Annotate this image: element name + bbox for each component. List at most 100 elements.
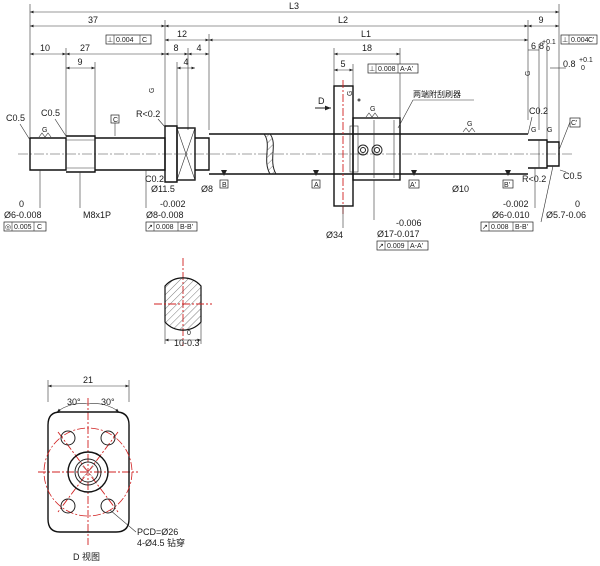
flange-d-view: 21 30° 30° PCD=Ø26 4-Ø4.5 钻穿 D 视图 [38, 375, 185, 562]
datum-b: B [222, 182, 227, 189]
chamfer-c05-left-2: C0.5 [41, 108, 60, 118]
dim-12: 12 [177, 29, 187, 39]
shaft-body [18, 125, 574, 183]
dim-21: 21 [83, 375, 93, 385]
svg-text:0.009: 0.009 [387, 243, 405, 250]
dim-18: 18 [362, 43, 372, 53]
fcf-runout-left: ↗ 0.008 B-B' [145, 221, 198, 232]
dim-4: 4 [196, 43, 201, 53]
radius-r02-right: R<0.2 [522, 174, 546, 184]
dim-6: 6 [531, 41, 536, 51]
d6-right-tol: -0.002 [503, 199, 529, 209]
d17-tol: -0.006 [396, 218, 422, 228]
d57-right: Ø5.7-0.06 [546, 210, 586, 220]
chamfer-c05-left: C0.5 [6, 113, 25, 123]
dim-9-right: 9 [538, 15, 543, 25]
svg-text:0.008: 0.008 [378, 66, 396, 73]
svg-text:0.008: 0.008 [156, 224, 174, 231]
svg-text:A-A': A-A' [410, 243, 423, 250]
d8-journal: Ø8-0.008 [146, 210, 184, 220]
dim-4-b: 4 [183, 57, 188, 67]
tol-zero: 0 [546, 46, 550, 53]
bottom-callouts: 0 Ø6-0.008 ◎ 0.005 C M8x1P -0.002 Ø8-0.0… [3, 165, 586, 251]
d6-left-tol: 0 [19, 199, 24, 209]
svg-text:↗: ↗ [147, 224, 153, 231]
dim-8-right: 8 [539, 41, 544, 51]
svg-text:⊥: ⊥ [107, 37, 113, 44]
wiper-text: 两端附刮刷器 [413, 89, 461, 99]
svg-text:↗: ↗ [482, 224, 488, 231]
d11-collar: Ø11.5 [151, 184, 175, 194]
datum-a: A [314, 182, 319, 189]
tol-zero-b: 0 [581, 65, 585, 72]
angle-30-right: 30° [101, 397, 115, 407]
tol-plus-0-1: +0.1 [542, 39, 556, 46]
ball-nut [333, 80, 401, 214]
dim-L3: L3 [289, 1, 299, 11]
dim-5: 5 [340, 59, 345, 69]
top-dimensions: L3 37 L2 9 12 L1 10 27 9 8 4 4 18 [29, 1, 593, 160]
flat-width: 10-0.3 [174, 338, 200, 348]
svg-text:G: G [370, 106, 375, 113]
fcf-perp-left: ⊥ 0.004 C [105, 34, 152, 45]
radius-r02-left: R<0.2 [136, 109, 160, 119]
svg-text:G: G [547, 127, 552, 134]
svg-text:G: G [149, 88, 156, 93]
holes-label: 4-Ø4.5 钻穿 [137, 537, 185, 548]
tol-plus-0-1-b: +0.1 [579, 57, 593, 64]
d8-tol: -0.002 [160, 199, 186, 209]
d6-right: Ø6-0.010 [492, 210, 530, 220]
svg-text:G: G [467, 121, 472, 128]
svg-text:↗: ↗ [378, 243, 384, 250]
section-flat-view: 0 10-0.3 [154, 258, 212, 348]
svg-text:0.005: 0.005 [14, 224, 32, 231]
flat-tol: 0 [187, 330, 191, 337]
svg-text:G: G [347, 91, 354, 96]
fcf-runout-nut: ↗ 0.009 A-A' [376, 240, 429, 251]
datum-c-left: C [113, 117, 118, 124]
fcf-runout-right: ↗ 0.008 B-B' [480, 221, 534, 232]
dim-37: 37 [88, 15, 98, 25]
dim-9-left: 9 [77, 57, 82, 67]
d17-nut: Ø17-0.017 [377, 229, 420, 239]
dim-8: 8 [173, 43, 178, 53]
svg-text:◎: ◎ [5, 224, 11, 231]
svg-text:G: G [531, 127, 536, 134]
dim-0-8: 0.8 [563, 59, 576, 69]
wiper-note: 两端附刮刷器 [397, 89, 474, 129]
chamfer-labels: C0.5 C0.5 R<0.2 C0.2 C0.2 R<0.2 C0.5 [6, 106, 582, 184]
dim-27: 27 [80, 43, 90, 53]
svg-text:C: C [142, 37, 147, 44]
fcf-perp-right: ⊥ 0.004 C' [560, 34, 598, 45]
d57-tol: 0 [575, 199, 580, 209]
fcf-flange-perp: ⊥ 0.008 A-A' [367, 63, 419, 74]
d10-screw: Ø10 [452, 184, 469, 194]
svg-text:0.008: 0.008 [491, 224, 509, 231]
view-d-title: D 视图 [73, 551, 100, 562]
datum-b-prime: B' [504, 182, 510, 189]
svg-text:C: C [37, 224, 42, 231]
label-view-d: D [318, 96, 325, 106]
pcd-label: PCD=Ø26 [137, 527, 178, 537]
svg-text:⊥: ⊥ [562, 37, 568, 44]
svg-text:A-A': A-A' [400, 66, 413, 73]
surface-finish-marks: G G G G G G G G [38, 71, 552, 138]
chamfer-c05-right: C0.5 [563, 171, 582, 181]
angle-30-left: 30° [67, 397, 81, 407]
chamfer-c02-right: C0.2 [529, 106, 548, 116]
chamfer-c02-left: C0.2 [145, 174, 164, 184]
dim-10: 10 [40, 43, 50, 53]
svg-text:B-B': B-B' [515, 224, 528, 231]
d6-left: Ø6-0.008 [4, 210, 42, 220]
svg-text:⊥: ⊥ [369, 66, 375, 73]
svg-text:G: G [42, 127, 47, 134]
thread-m8: M8x1P [83, 210, 111, 220]
dim-L1: L1 [361, 29, 371, 39]
d34-flange: Ø34 [326, 230, 343, 240]
svg-text:0.004: 0.004 [116, 37, 134, 44]
datum-c-prime: C' [571, 120, 577, 127]
dim-L2: L2 [338, 15, 348, 25]
svg-text:0.004: 0.004 [571, 37, 589, 44]
